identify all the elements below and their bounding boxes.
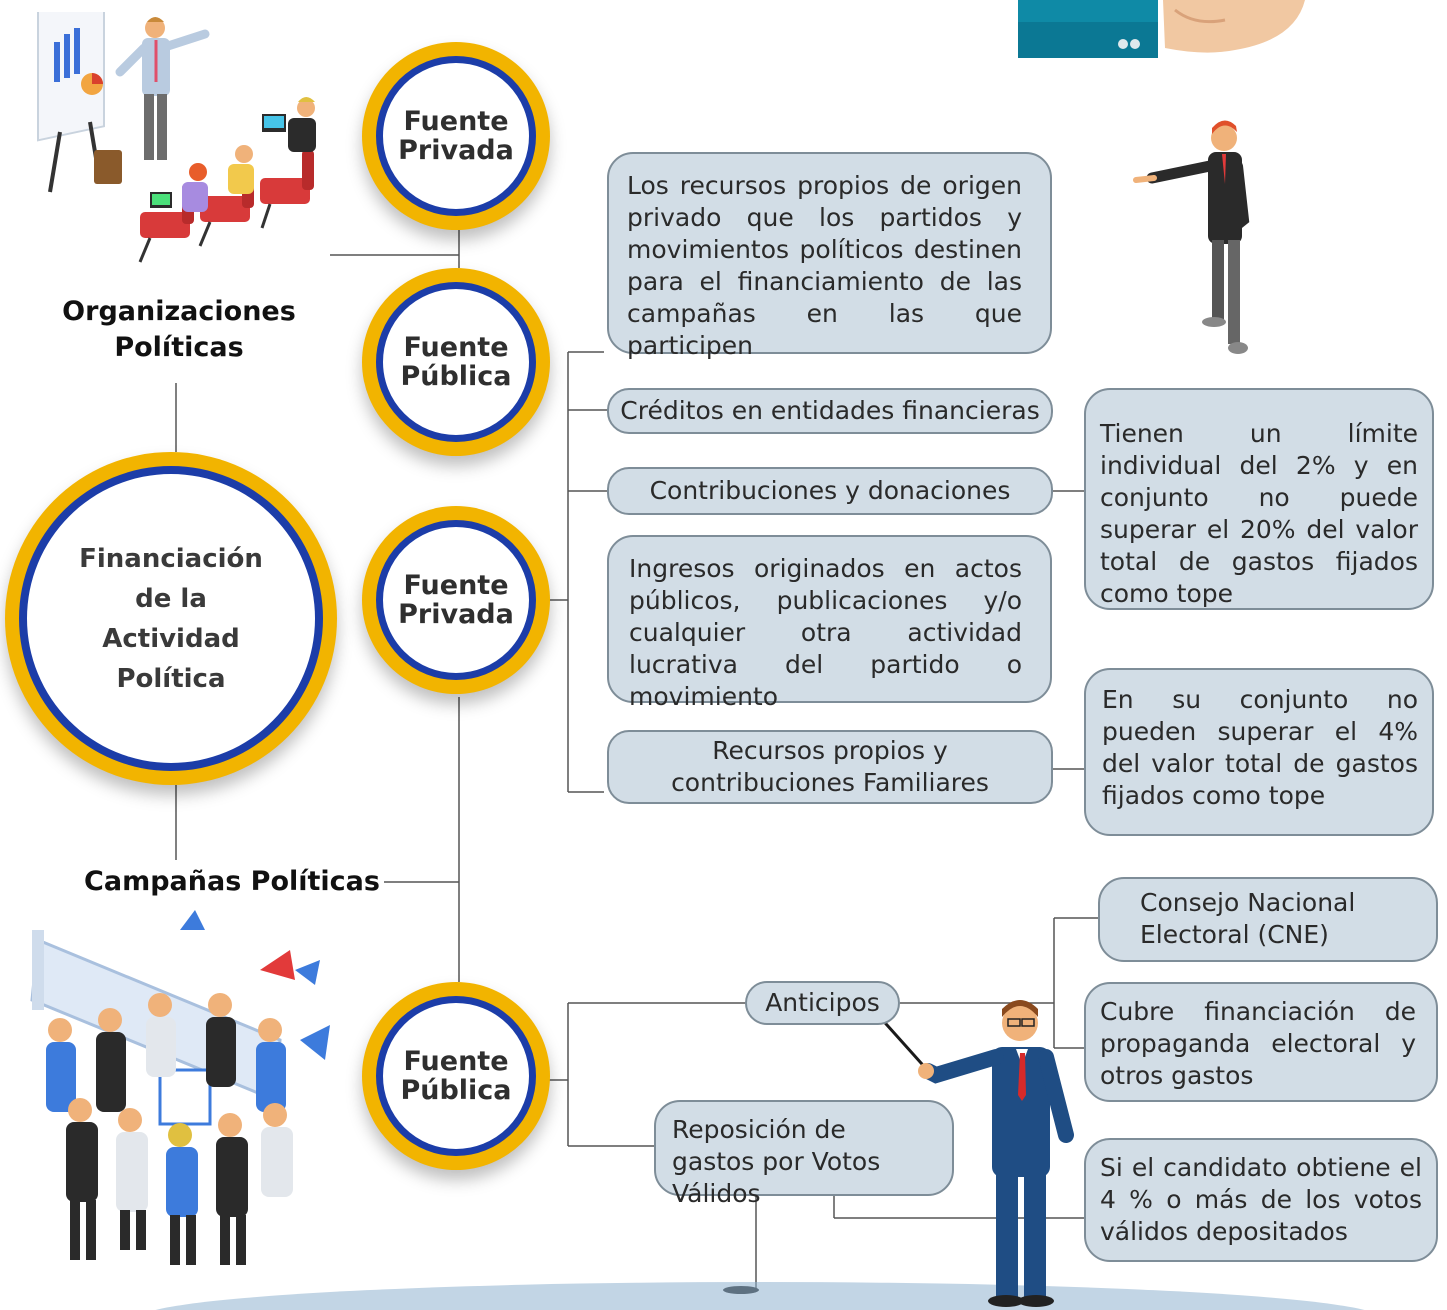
- organizaciones-heading-line1: Organizaciones: [62, 296, 296, 327]
- box-cne: Consejo Nacional Electoral (CNE): [1098, 877, 1438, 962]
- box-anticipos: Anticipos: [745, 981, 900, 1025]
- meeting-illustration: [37, 12, 316, 263]
- campanas-heading: Campañas Políticas: [84, 866, 380, 897]
- presenter-illustration: [876, 1000, 1074, 1307]
- crowd-illustration: [30, 910, 330, 1265]
- source-label-line2: Pública: [400, 361, 512, 392]
- center-circle: Financiación de la Actividad Política: [5, 452, 337, 785]
- box-recursos-familiares: Recursos propios y contribuciones Famili…: [607, 730, 1053, 804]
- box-ingresos-actos: Ingresos originados en actos públicos, p…: [607, 535, 1052, 711]
- center-title-line3: Actividad: [102, 623, 240, 654]
- box-reposicion: Reposición de gastos por Votos Válidos: [654, 1100, 954, 1208]
- source-label-line1: Fuente: [403, 332, 509, 363]
- box-si-candidato: Si el candidato obtiene el 4 % o más de …: [1084, 1138, 1438, 1262]
- center-title-line2: de la: [135, 583, 207, 614]
- center-title: Financiación de la Actividad Política: [79, 539, 263, 699]
- source-label-line1: Fuente: [403, 106, 509, 137]
- box-recursos-propios-origen-privado: Los recursos propios de origen privado q…: [607, 152, 1052, 360]
- source-label-line2: Pública: [400, 1075, 512, 1106]
- source-label-line2: Privada: [398, 135, 514, 166]
- pointing-man-illustration: [1133, 120, 1250, 354]
- box-limite-individual: Tienen un límite individual del 2% y en …: [1084, 388, 1434, 610]
- box-limite-conjunto: En su conjunto no pueden superar el 4% d…: [1084, 668, 1434, 836]
- center-title-line4: Política: [116, 663, 226, 694]
- hand-card-illustration: [1018, 0, 1305, 58]
- source-label-line1: Fuente: [403, 1046, 509, 1077]
- box-contribuciones: Contribuciones y donaciones: [607, 467, 1053, 515]
- source-label-line1: Fuente: [403, 570, 509, 601]
- box-creditos: Créditos en entidades financieras: [607, 388, 1053, 434]
- box-cubre: Cubre financiación de propaganda elector…: [1084, 982, 1438, 1102]
- organizaciones-heading-line2: Políticas: [114, 332, 244, 363]
- center-title-line1: Financiación: [79, 543, 263, 574]
- source-label-line2: Privada: [398, 599, 514, 630]
- organizaciones-heading: Organizaciones Políticas: [40, 294, 318, 366]
